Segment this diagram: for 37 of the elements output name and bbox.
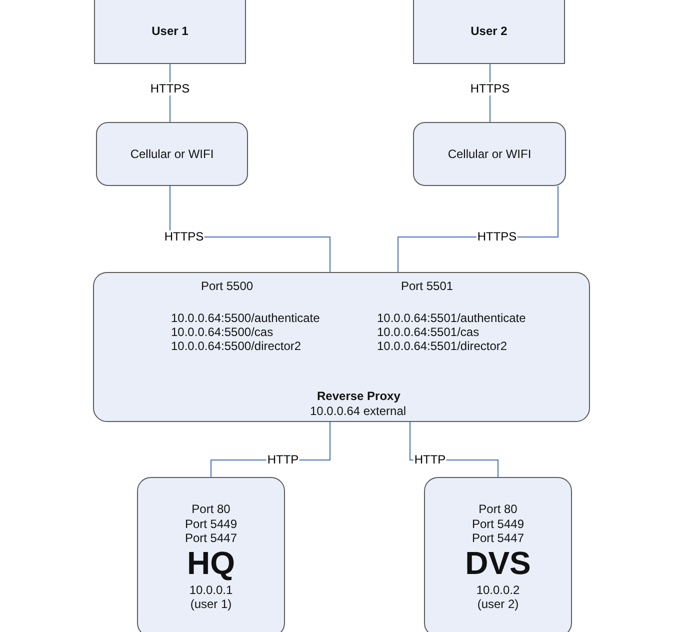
site-name: HQ [187, 547, 235, 581]
node-text: User 1 [152, 24, 188, 38]
node-text: Reverse Proxy [317, 389, 400, 404]
node-text: User 2 [470, 24, 508, 38]
rounded-box [137, 477, 285, 632]
node-text: Port 5447 [472, 531, 524, 546]
rounded-box [96, 122, 248, 186]
node-text: Cellular or WIFI [448, 146, 532, 162]
edge-label: HTTPS [149, 82, 191, 96]
node-text: 10.0.0.64:5501/authenticate [377, 311, 526, 326]
node-text: Port 5449 [184, 516, 238, 531]
node-text: 10.0.0.64:5500/authenticate [171, 311, 320, 326]
node-text: 10.0.0.1 [189, 582, 233, 598]
node-text: Port 80 [478, 502, 518, 517]
node-text: Port 5500 [201, 279, 254, 294]
process-box [413, 0, 565, 64]
edge-label: HTTPS [476, 230, 518, 244]
rounded-box [424, 477, 572, 632]
node-text: Port 5501 [401, 279, 454, 294]
node-text: 10.0.0.64:5501/director2 [377, 339, 508, 354]
node-text: 10.0.0.64:5501/cas [377, 325, 480, 340]
node-text: 10.0.0.64 external [310, 404, 406, 418]
process-box [94, 0, 246, 64]
node-text: 10.0.0.64:5500/cas [171, 325, 274, 340]
node-text: Port 80 [192, 502, 230, 517]
node-text: (user 1) [190, 597, 232, 612]
rounded-box [413, 122, 566, 186]
node-text: Port 5449 [472, 516, 524, 531]
node-text: 10.0.0.64:5500/director2 [171, 339, 302, 354]
edge-label: HTTPS [469, 82, 511, 96]
node-text: Cellular or WIFI [130, 146, 214, 162]
site-name: DVS [465, 547, 531, 581]
rounded-box [93, 272, 590, 422]
node-text: (user 2) [477, 597, 519, 612]
node-text: 10.0.0.2 [476, 582, 520, 598]
node-text: Port 5447 [184, 531, 238, 546]
edge-label: HTTPS [163, 230, 205, 244]
